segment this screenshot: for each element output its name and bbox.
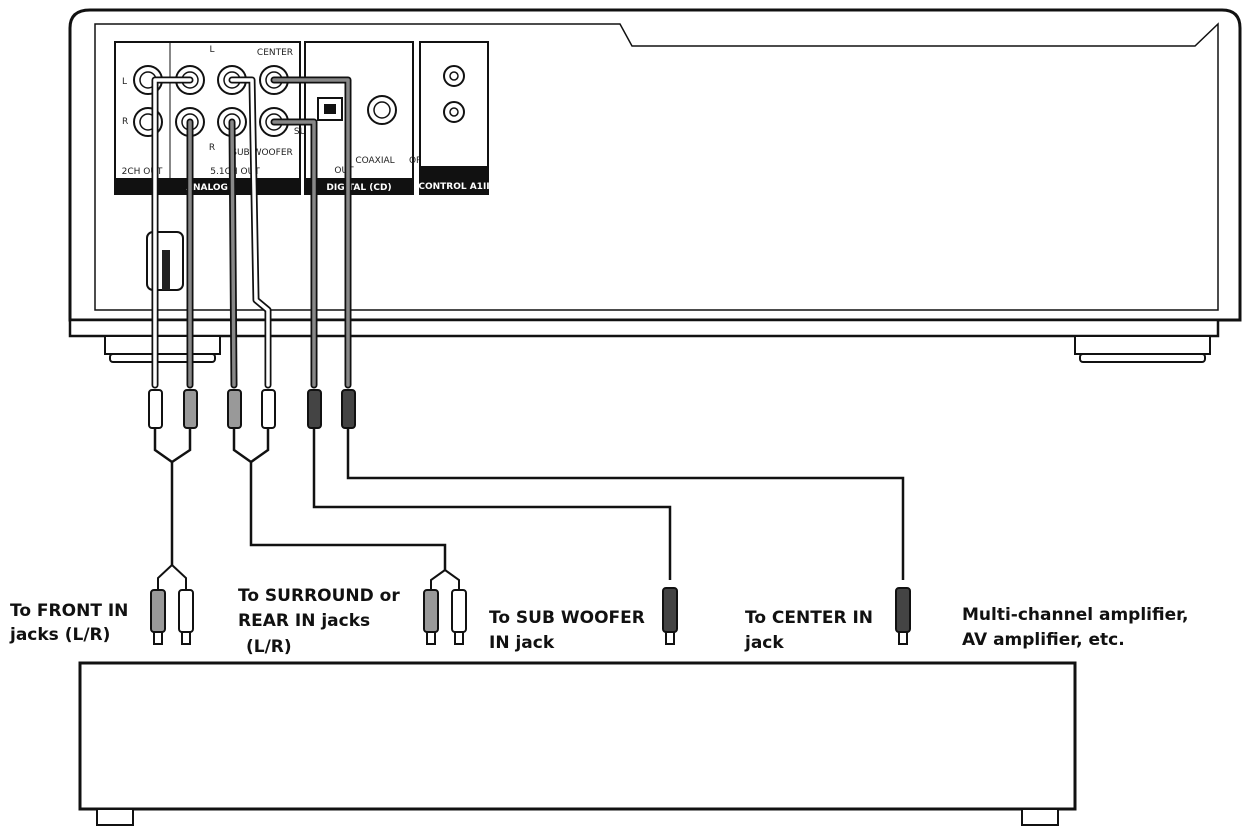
digital-out-label: OUT (334, 166, 354, 176)
center-label-line1: To CENTER IN (745, 608, 873, 628)
control-label: CONTROL A1II (418, 182, 489, 192)
amp-label-line2: AV amplifier, etc. (962, 630, 1125, 650)
surround-label-line2: REAR IN jacks (238, 611, 370, 631)
subwoofer-label: SUB WOOFER (231, 148, 293, 158)
lower-plugs (150, 564, 911, 645)
lower-wires (153, 428, 905, 580)
2ch-out-label: 2CH OUT (122, 167, 163, 177)
front-label-line2: jacks (L/R) (9, 625, 110, 645)
subwoofer-label-line1: To SUB WOOFER (489, 608, 645, 628)
amp-label-line1: Multi-channel amplifier, (962, 605, 1188, 625)
digital-label: DIGITAL (CD) (326, 183, 391, 193)
center-label-line2: jack (744, 633, 784, 653)
digital-panel: DIGITAL (CD) COAXIAL OUT OPTICAL (304, 41, 447, 195)
coaxial-label: COAXIAL (355, 156, 394, 166)
center-label: CENTER (257, 48, 293, 58)
control-panel: CONTROL A1II (418, 41, 490, 195)
front-label-line1: To FRONT IN (10, 601, 128, 621)
surround-label-line1: To SURROUND or (238, 586, 400, 606)
row-r-label: R (122, 117, 128, 127)
row-l-label: L (122, 77, 127, 87)
cables (151, 76, 352, 389)
group-l-label: L (209, 45, 214, 55)
subwoofer-label-line2: IN jack (489, 633, 555, 653)
upper-plugs (148, 389, 356, 429)
analog-label: ANALOG (186, 183, 228, 193)
surround-label-line3: (L/R) (246, 637, 292, 657)
amplifier (78, 661, 1077, 826)
group-r-label: R (209, 143, 215, 153)
